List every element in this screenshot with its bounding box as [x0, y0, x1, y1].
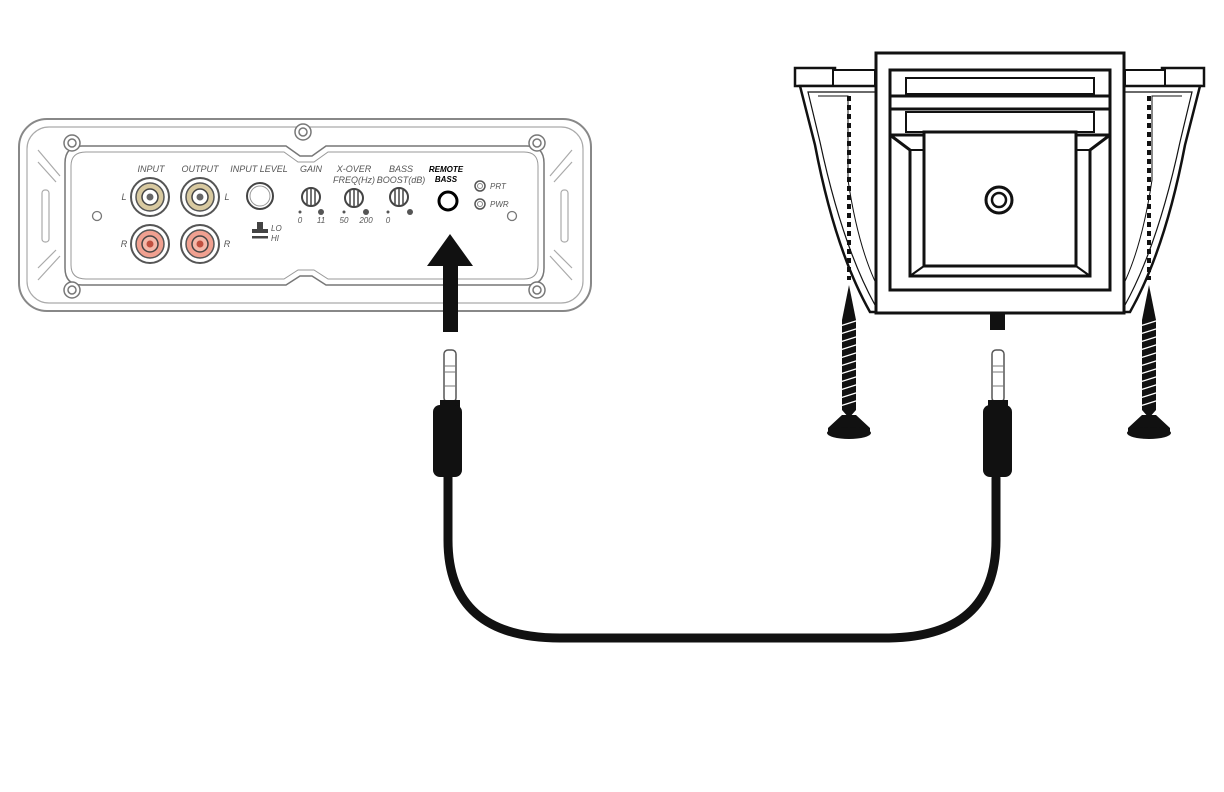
gain-min-label: 0	[298, 216, 303, 225]
screw-right-icon	[1127, 285, 1171, 439]
right-label: R	[224, 239, 231, 249]
pwr-led	[475, 199, 485, 209]
gain-label: GAIN	[300, 164, 323, 174]
remote-jack	[986, 187, 1012, 213]
bass-label: BASS	[389, 164, 413, 174]
rca-output-right	[181, 225, 219, 263]
rca-input-left	[131, 178, 169, 216]
xover-label: X-OVER	[336, 164, 372, 174]
plug-right	[983, 350, 1012, 477]
gain-max-label: 11	[317, 216, 325, 225]
bass-boost-label: BOOST(dB)	[377, 175, 426, 185]
input-level-label: INPUT LEVEL	[230, 164, 288, 174]
xover-freq-label: FREQ(Hz)	[333, 175, 375, 185]
bass-min-label: 0	[386, 216, 391, 225]
rca-output-left	[181, 178, 219, 216]
screw-icon	[529, 135, 545, 151]
screw-icon	[64, 135, 80, 151]
screw-left-icon	[827, 285, 871, 439]
left-label: L	[121, 192, 126, 202]
xover-min-label: 50	[340, 216, 349, 225]
amplifier-panel: INPUT OUTPUT INPUT LEVEL GAIN X-OVER FRE…	[19, 119, 591, 311]
remote-bass-housing	[795, 53, 1204, 313]
prt-label: PRT	[490, 182, 507, 191]
input-label: INPUT	[138, 164, 167, 174]
mount-hole-icon	[93, 212, 102, 221]
remote-bass-jack	[439, 192, 457, 210]
screw-icon	[529, 282, 545, 298]
right-label: R	[121, 239, 128, 249]
plug-left	[433, 350, 462, 477]
hi-label: HI	[271, 234, 280, 243]
lo-label: LO	[271, 224, 282, 233]
rca-input-right	[131, 225, 169, 263]
left-label: L	[224, 192, 229, 202]
output-label: OUTPUT	[182, 164, 221, 174]
remote-bass-label: BASS	[435, 175, 458, 184]
screw-icon	[64, 282, 80, 298]
pwr-label: PWR	[490, 200, 509, 209]
xover-max-label: 200	[358, 216, 373, 225]
mount-hole-icon	[508, 212, 517, 221]
audio-cable	[433, 350, 1012, 638]
prt-led	[475, 181, 485, 191]
remote-label: REMOTE	[429, 165, 464, 174]
screw-icon	[295, 124, 311, 140]
